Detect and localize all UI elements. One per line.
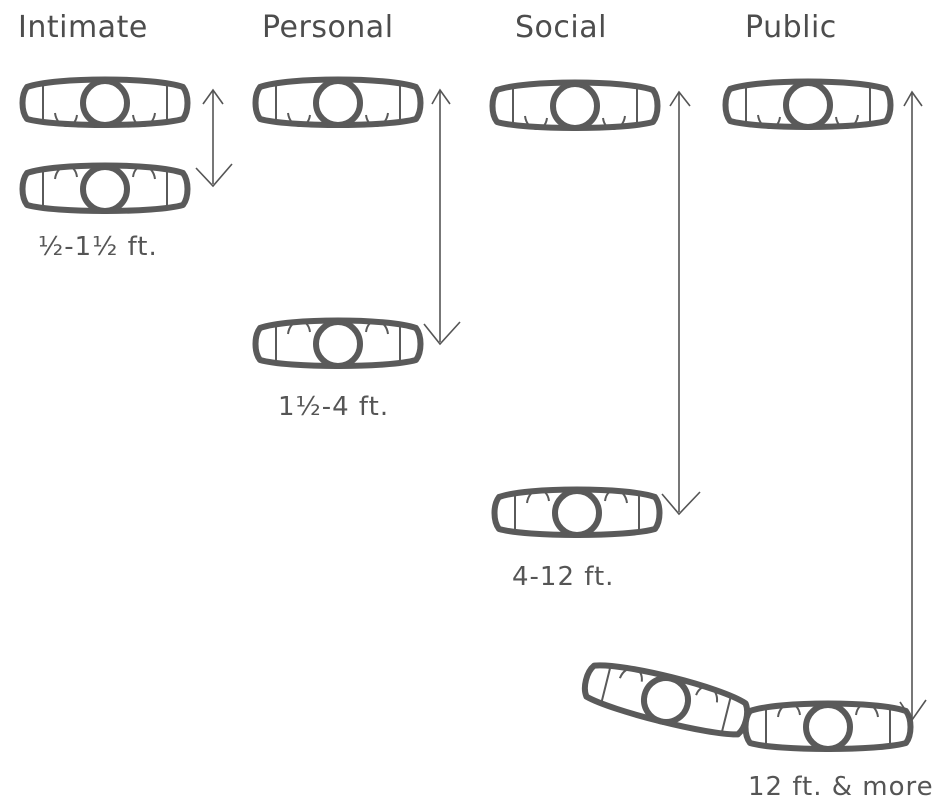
social-person-top — [493, 83, 658, 130]
public-person-bottom-left — [581, 657, 752, 741]
personal-distance-arrow — [423, 88, 461, 346]
zone-heading-personal: Personal — [262, 10, 394, 45]
distance-label-personal: 1½-4 ft. — [278, 392, 390, 422]
intimate-person-bottom — [23, 166, 188, 212]
distance-label-intimate: ½-1½ ft. — [38, 232, 158, 262]
personal-person-top — [256, 80, 421, 127]
zone-heading-public: Public — [745, 10, 837, 45]
distance-label-public: 12 ft. & more — [748, 772, 934, 802]
social-distance-arrow — [661, 90, 701, 516]
public-person-bottom-right — [746, 704, 911, 750]
intimate-distance-arrow — [195, 88, 233, 188]
distance-label-social: 4-12 ft. — [512, 562, 615, 592]
public-distance-arrow — [899, 90, 927, 722]
intimate-person-top — [23, 80, 188, 127]
public-person-top — [726, 82, 891, 129]
social-person-bottom — [495, 490, 660, 536]
zone-heading-intimate: Intimate — [18, 10, 148, 45]
personal-person-bottom — [256, 321, 421, 367]
zone-heading-social: Social — [515, 10, 607, 45]
